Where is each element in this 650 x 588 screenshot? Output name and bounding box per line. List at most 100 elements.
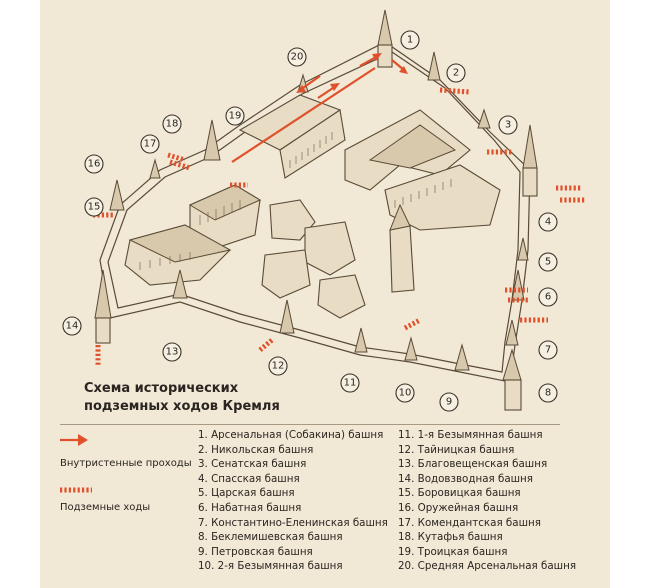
- tower-spire-7: [505, 319, 519, 346]
- svg-text:13: 13: [166, 347, 179, 358]
- tower-item: 20. Средняя Арсенальная башня: [398, 560, 577, 573]
- bell-tower-top: [389, 203, 411, 231]
- marker-16: 16: [84, 154, 104, 174]
- legend-underground-label: Подземные ходы: [60, 502, 151, 513]
- tower-item: 11. 1-я Безымянная башня: [398, 429, 543, 441]
- buildings: [124, 94, 501, 319]
- marker-1: 1: [400, 30, 420, 50]
- svg-text:20: 20: [291, 52, 304, 63]
- tower-spire-15: [109, 179, 125, 211]
- tower-spire-1: [377, 9, 393, 46]
- grand-palace-roof: [128, 224, 232, 263]
- tower-item: 18. Кутафья башня: [398, 531, 503, 544]
- marker-14: 14: [62, 316, 82, 336]
- svg-text:10: 10: [399, 388, 412, 399]
- marker-12: 12: [268, 356, 288, 376]
- svg-text:5: 5: [545, 257, 551, 268]
- marker-18: 18: [162, 114, 182, 134]
- tower-item: 15. Боровицкая башня: [398, 487, 521, 500]
- cathedral-b: [304, 221, 356, 276]
- state-palace-roof: [188, 184, 262, 221]
- tower-spire-11: [354, 327, 368, 353]
- tower-item: 14. Водовзводная башня: [398, 472, 533, 485]
- diagram-title: Схема исторических подземных ходов Кремл…: [84, 380, 280, 416]
- tower-item: 9. Петровская башня: [198, 545, 313, 558]
- svg-text:3: 3: [505, 120, 511, 131]
- tower-spire-4: [522, 124, 538, 169]
- tower-item: 2. Никольская башня: [198, 443, 314, 456]
- tower-item: 1. Арсенальная (Собакина) башня: [198, 429, 384, 441]
- divider: [60, 424, 560, 425]
- marker-9: 9: [439, 392, 459, 412]
- tower-spire-8: [502, 348, 522, 381]
- legend-internal-label: Внутристенные проходы: [60, 458, 192, 469]
- svg-text:6: 6: [545, 292, 551, 303]
- tower-numbers: 1 2 3 4 5 6 7 8 9 10 11 12 13 14 15 16 1…: [62, 30, 558, 412]
- marker-7: 7: [538, 340, 558, 360]
- bell-tower: [389, 225, 415, 293]
- tower-list-right: 11. 1-я Безымянная башня 12. Тайницкая б…: [398, 428, 576, 574]
- tower-item: 8. Беклемишевская башня: [198, 531, 343, 544]
- marker-5: 5: [538, 252, 558, 272]
- tower-item: 13. Благовещенская башня: [398, 458, 548, 471]
- tower-spire-12: [279, 299, 295, 334]
- svg-text:17: 17: [144, 139, 157, 150]
- marker-19: 19: [225, 106, 245, 126]
- internal-passages: [231, 53, 408, 163]
- marker-10: 10: [395, 383, 415, 403]
- tower-item: 17. Комендантская башня: [398, 516, 541, 529]
- tower-spire-14: [94, 269, 112, 319]
- svg-text:19: 19: [229, 111, 242, 122]
- svg-text:15: 15: [88, 202, 101, 213]
- title-line-1: Схема исторических: [84, 381, 239, 396]
- underground-passages: [93, 87, 586, 365]
- tower-item: 12. Тайницкая башня: [398, 443, 515, 456]
- tower-item: 7. Константино-Еленинская башня: [198, 516, 388, 529]
- tower-body-14: [95, 317, 111, 344]
- tower-spire-3: [477, 108, 491, 129]
- tower-item: 5. Царская башня: [198, 487, 295, 500]
- svg-text:16: 16: [88, 159, 101, 170]
- legend-symbols: [60, 434, 92, 493]
- cathedral-d: [317, 274, 366, 319]
- svg-text:7: 7: [545, 345, 551, 356]
- marker-4: 4: [538, 212, 558, 232]
- tower-spire-2: [427, 51, 441, 81]
- svg-text:9: 9: [446, 397, 452, 408]
- tower-item: 6. Набатная башня: [198, 501, 302, 514]
- tower-item: 3. Сенатская башня: [198, 458, 307, 471]
- svg-text:2: 2: [453, 68, 459, 79]
- tower-spire-10: [404, 336, 418, 361]
- svg-text:12: 12: [272, 361, 285, 372]
- svg-text:14: 14: [66, 321, 79, 332]
- tower-item: 19. Троицкая башня: [398, 545, 508, 558]
- tower-spire-9: [454, 343, 470, 371]
- towers-spires: [94, 9, 538, 411]
- marker-8: 8: [538, 383, 558, 403]
- tower-spire-19: [203, 119, 221, 161]
- marker-11: 11: [340, 373, 360, 393]
- marker-17: 17: [140, 134, 160, 154]
- marker-15: 15: [84, 197, 104, 217]
- tower-item: 16. Оружейная башня: [398, 501, 519, 514]
- senate-roof: [368, 124, 457, 169]
- marker-6: 6: [538, 287, 558, 307]
- tower-spire-17: [149, 158, 161, 179]
- tower-spire-13: [172, 269, 188, 299]
- tower-list-left: 1. Арсенальная (Собакина) башня 2. Никол…: [198, 428, 388, 574]
- svg-text:1: 1: [407, 35, 413, 46]
- window-hatching: [139, 132, 452, 270]
- marker-3: 3: [498, 115, 518, 135]
- svg-text:4: 4: [545, 217, 551, 228]
- tower-spire-5: [517, 237, 529, 261]
- marker-20: 20: [287, 47, 307, 67]
- marker-2: 2: [446, 63, 466, 83]
- cathedral-c: [261, 249, 311, 299]
- svg-text:18: 18: [166, 119, 179, 130]
- title-line-2: подземных ходов Кремля: [84, 399, 280, 414]
- tower-body-4: [522, 167, 538, 197]
- marker-13: 13: [162, 342, 182, 362]
- svg-text:8: 8: [545, 388, 551, 399]
- presidium-building: [384, 164, 501, 231]
